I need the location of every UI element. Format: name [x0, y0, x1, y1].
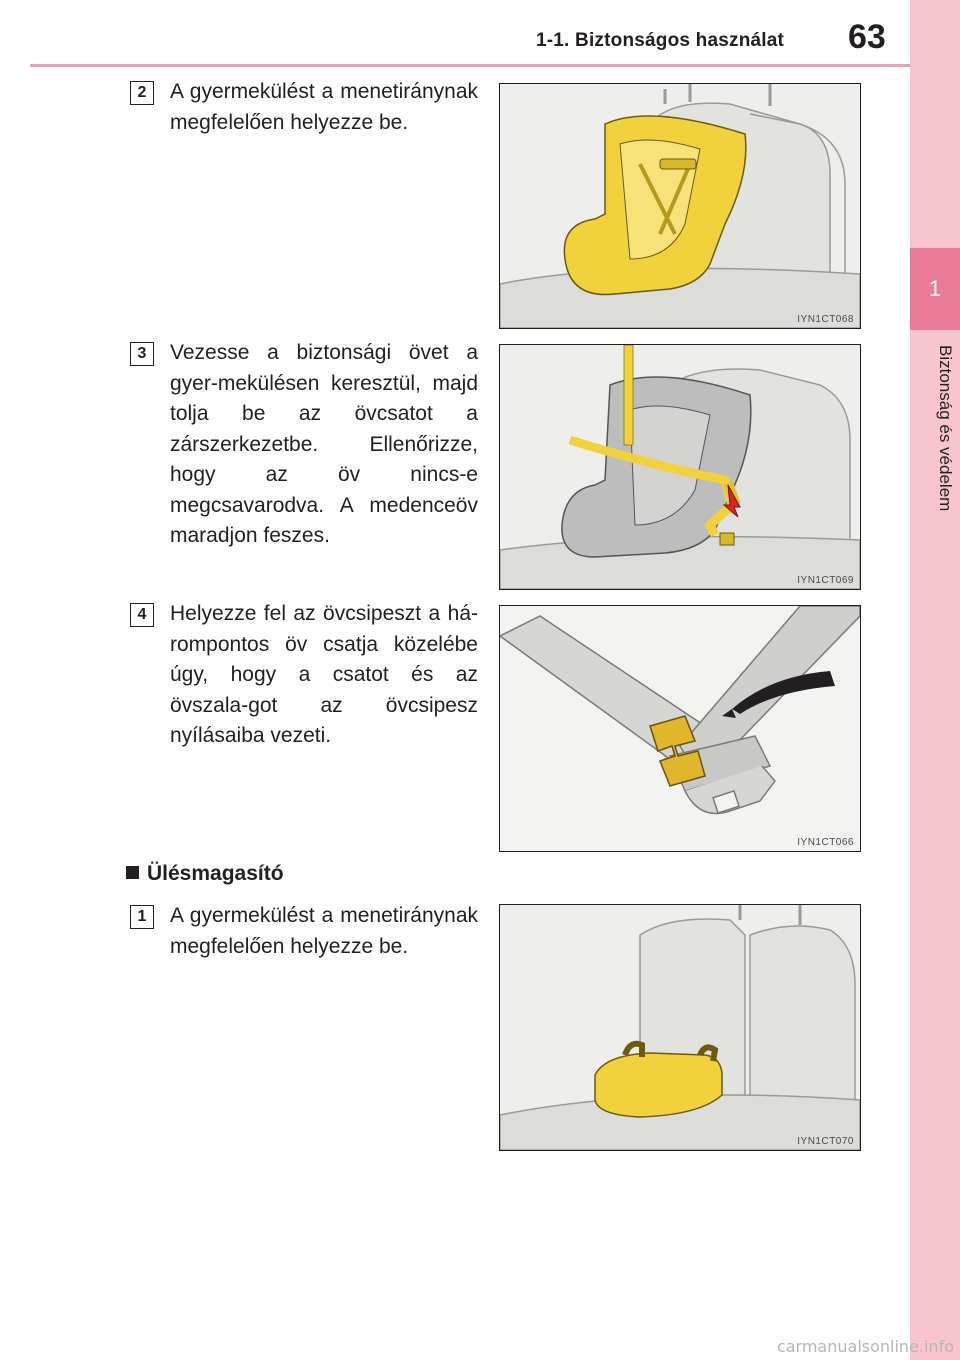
- figure-code: IYN1CT070: [797, 1136, 854, 1147]
- heading-marker-icon: [126, 866, 139, 879]
- child-seat-illustration: [500, 84, 860, 328]
- page-number: 63: [848, 18, 886, 56]
- step-number-2: 2: [130, 81, 154, 105]
- chapter-name: Biztonság és védelem: [936, 345, 955, 512]
- figure-code: IYN1CT066: [797, 837, 854, 848]
- watermark: carmanualsonline.info: [776, 1337, 954, 1356]
- step-text-2: A gyermekülést a menetiránynak megfelelő…: [170, 80, 478, 134]
- chapter-number-tab[interactable]: 1: [910, 248, 960, 330]
- step-text-3: Vezesse a biztonsági övet a gyer-mekülés…: [170, 341, 478, 547]
- booster-heading-text: Ülésmagasító: [147, 862, 284, 885]
- side-tab: [910, 0, 960, 1360]
- figure-child-seat-placement: IYN1CT068: [499, 83, 861, 329]
- figure-code: IYN1CT068: [797, 314, 854, 325]
- section-title: 1-1. Biztonságos használat: [536, 30, 785, 51]
- belt-routing-illustration: [500, 345, 860, 589]
- figure-belt-clip: IYN1CT066: [499, 605, 861, 852]
- figure-code: IYN1CT069: [797, 575, 854, 586]
- header-divider: [30, 64, 910, 67]
- belt-clip-illustration: [500, 606, 860, 851]
- figure-belt-routing: IYN1CT069: [499, 344, 861, 590]
- step-text-1: A gyermekülést a menetiránynak megfelelő…: [170, 904, 478, 958]
- booster-heading: Ülésmagasító: [126, 862, 284, 886]
- step-number-3: 3: [130, 342, 154, 366]
- step-number-1: 1: [130, 905, 154, 929]
- booster-seat-illustration: [500, 905, 860, 1150]
- step-text-4: Helyezze fel az övcsipeszt a há-romponto…: [170, 602, 478, 747]
- step-number-4: 4: [130, 603, 154, 627]
- figure-booster-placement: IYN1CT070: [499, 904, 861, 1151]
